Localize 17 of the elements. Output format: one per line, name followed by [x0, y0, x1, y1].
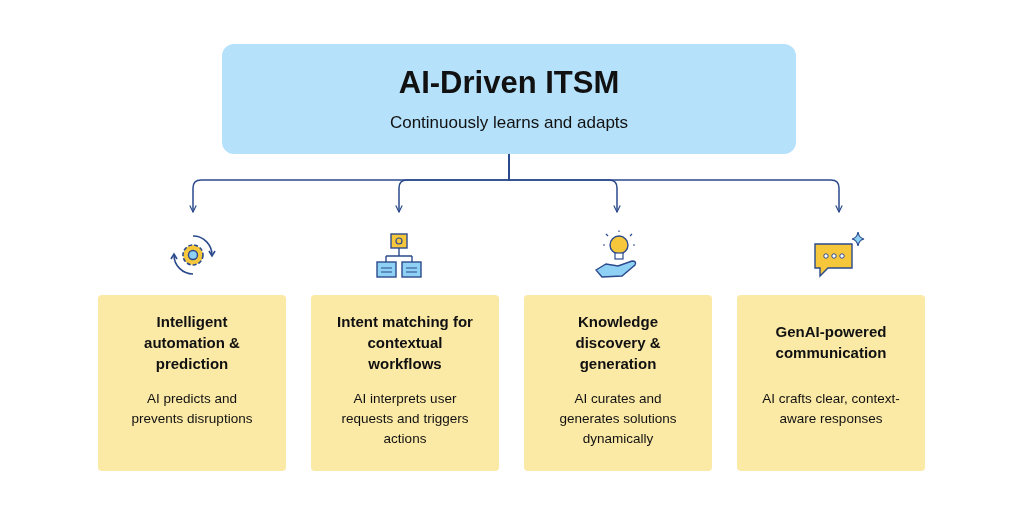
chat-bubble-icon — [812, 230, 866, 280]
feature-card — [311, 295, 499, 471]
card-heading: Intelligent automation & prediction — [143, 311, 241, 374]
feature-card — [524, 295, 712, 471]
card-description: AI interprets user requests and triggers actions — [341, 391, 469, 446]
card-heading: Knowledge discovery & generation — [574, 311, 662, 374]
node-subtitle: Continuously learns and adapts — [389, 113, 629, 132]
card-description: AI predicts and prevents disruptions — [131, 391, 253, 426]
flowchart-icon — [374, 230, 424, 280]
card-heading: Intent matching for contextual workflows — [336, 311, 474, 374]
header-box — [222, 44, 796, 154]
card-description: AI curates and generates solutions dynamically — [559, 391, 677, 446]
card-heading: GenAI-powered communication — [774, 322, 888, 363]
card-description: AI crafts clear, context-aware responses — [762, 391, 900, 426]
feature-card — [737, 295, 925, 471]
node-heading: AI-Driven ITSM — [398, 65, 620, 100]
feature-card — [98, 295, 286, 471]
